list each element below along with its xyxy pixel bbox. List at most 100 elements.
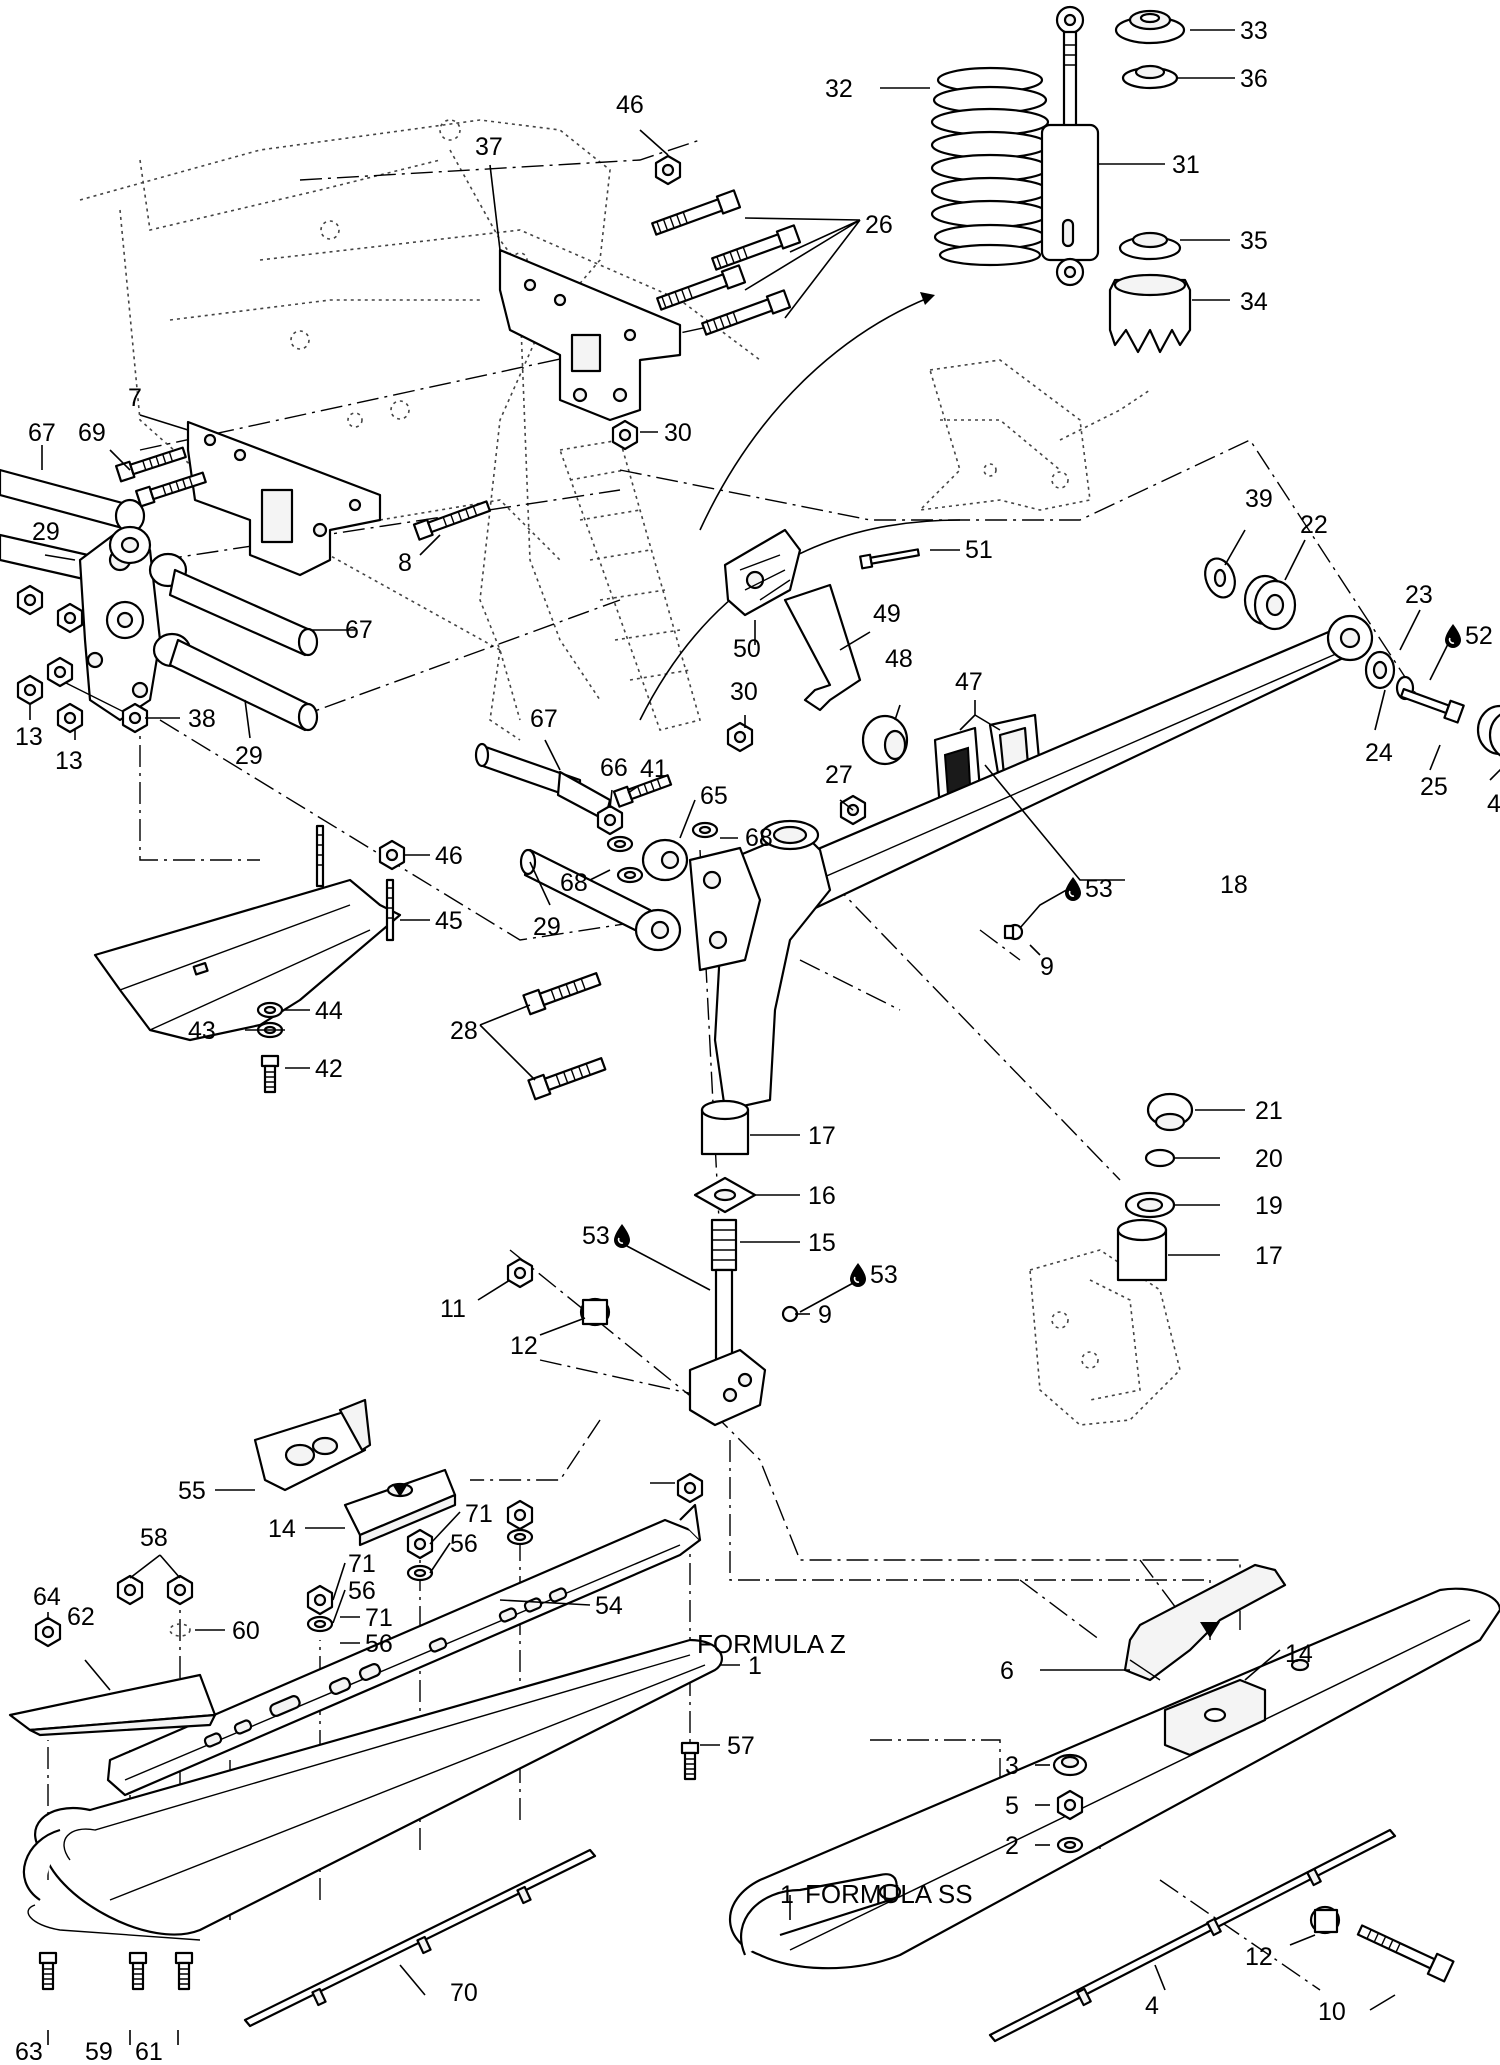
callout-14-upper: 14: [268, 1515, 296, 1543]
nut-13-a: [16, 584, 44, 616]
callout-29-middle: 29: [533, 913, 561, 941]
circlip-20: [1144, 1148, 1176, 1168]
ball-joint-65: [641, 838, 689, 882]
callout-53-lower: 53: [870, 1261, 898, 1289]
nut-30-upper: [611, 419, 639, 451]
bolt-59: [128, 1951, 148, 1991]
track-boot-ghost: [558, 439, 701, 731]
callout-44: 44: [315, 997, 343, 1025]
callout-27: 27: [825, 761, 853, 789]
callout-15: 15: [808, 1229, 836, 1257]
callout-17-lower: 17: [1255, 1242, 1283, 1270]
callout-29-left: 29: [235, 742, 263, 770]
washer-2: [1056, 1836, 1084, 1854]
callout-12-lower: 12: [1245, 1943, 1273, 1971]
pad-arrow-head: [392, 1484, 408, 1497]
callout-64: 64: [33, 1583, 61, 1611]
nut-46-upper: [654, 154, 682, 186]
callout-17-upper: 17: [808, 1122, 836, 1150]
cap-40: [1476, 704, 1500, 757]
callout-55: 55: [178, 1477, 206, 1505]
ski-runner-54: [106, 1503, 702, 1797]
bushing-17-upper: [700, 1099, 750, 1156]
callout-42: 42: [315, 1055, 343, 1083]
nut-13-d: [56, 702, 84, 734]
lube-drop-icon-53-b: [613, 1223, 631, 1249]
callout-32: 32: [825, 75, 853, 103]
callout-70: 70: [450, 1979, 478, 2007]
callout-16: 16: [808, 1182, 836, 1210]
callout-71-middle: 71: [348, 1550, 376, 1578]
lockwasher-60: [169, 1623, 191, 1637]
bolt-10: [1356, 1924, 1455, 1983]
callout-31: 31: [1172, 151, 1200, 179]
washer-19: [1124, 1191, 1176, 1219]
nut-71-b: [406, 1528, 434, 1560]
callout-13-a: 13: [15, 723, 43, 751]
bolts-28: [522, 972, 607, 1101]
callout-59: 59: [85, 2038, 113, 2065]
nut-58-b: [166, 1574, 194, 1606]
adjuster-cam-34: [1108, 273, 1192, 354]
callout-20: 20: [1255, 1145, 1283, 1173]
callout-52: 52: [1465, 622, 1493, 650]
callout-63: 63: [15, 2038, 43, 2065]
callout-34: 34: [1240, 288, 1268, 316]
washer-39: [1204, 557, 1236, 599]
cap-3: [1052, 1753, 1088, 1777]
nut-13-b: [16, 674, 44, 706]
rod-29-lower: [168, 638, 319, 732]
nut-66: [596, 804, 624, 836]
callout-leaders: [29, 29, 1500, 2045]
nut-13-e: [46, 656, 74, 688]
nut-71-c: [506, 1499, 534, 1531]
callout-53-middle: 53: [582, 1222, 610, 1250]
callout-22: 22: [1300, 511, 1328, 539]
callout-26: 26: [865, 211, 893, 239]
bushing-22: [1243, 574, 1297, 631]
rod-29-middle: [519, 848, 682, 952]
callout-9-lower: 9: [818, 1301, 832, 1329]
nut-46-lower: [378, 839, 406, 871]
mount-arrow-head: [1200, 1622, 1220, 1638]
callout-69: 69: [78, 419, 106, 447]
callout-67-lower: 67: [530, 705, 558, 733]
callout-38: 38: [188, 705, 216, 733]
callout-28: 28: [450, 1017, 478, 1045]
callout-67-left: 67: [28, 419, 56, 447]
callout-56-right: 56: [450, 1530, 478, 1558]
nut-13-f: [121, 702, 149, 734]
callout-13-b: 13: [55, 747, 83, 775]
skag-62: [8, 1673, 217, 1737]
callout-61: 61: [135, 2038, 163, 2065]
callout-19: 19: [1255, 1192, 1283, 1220]
callout-37: 37: [475, 133, 503, 161]
sway-bar-arm-50: [723, 528, 802, 617]
callout-4: 4: [1145, 1992, 1159, 2020]
callout-numbers: 33 36 32 31 35 34 46 37 26 7 67 69 30 29…: [15, 17, 1500, 2065]
callout-8: 8: [398, 549, 412, 577]
spring-seat-33: [1114, 9, 1186, 45]
callout-40: 40: [1487, 790, 1500, 818]
callout-1-formula-z: 1: [748, 1652, 762, 1680]
wear-pad-14-lower: [1163, 1678, 1267, 1757]
washer-56-b: [406, 1564, 434, 1582]
rod-67-lower: [474, 742, 612, 822]
callout-6: 6: [1000, 1657, 1014, 1685]
callout-66: 66: [600, 754, 628, 782]
callout-9-upper: 9: [1040, 953, 1054, 981]
bolt-61: [174, 1951, 194, 1991]
stud-46-b: [385, 878, 395, 942]
callout-46-lower: 46: [435, 842, 463, 870]
callout-10: 10: [1318, 1998, 1346, 2026]
callout-39: 39: [1245, 485, 1273, 513]
ski-1-formula-ss: [728, 1587, 1500, 1970]
bolts-69: [115, 446, 207, 508]
callout-45: 45: [435, 907, 463, 935]
callout-7: 7: [128, 384, 142, 412]
right-mount-ghost: [917, 359, 1151, 512]
washer-23: [1364, 650, 1396, 690]
runner-54-slots: [203, 1587, 568, 1748]
wear-bar-4: [988, 1828, 1397, 2043]
